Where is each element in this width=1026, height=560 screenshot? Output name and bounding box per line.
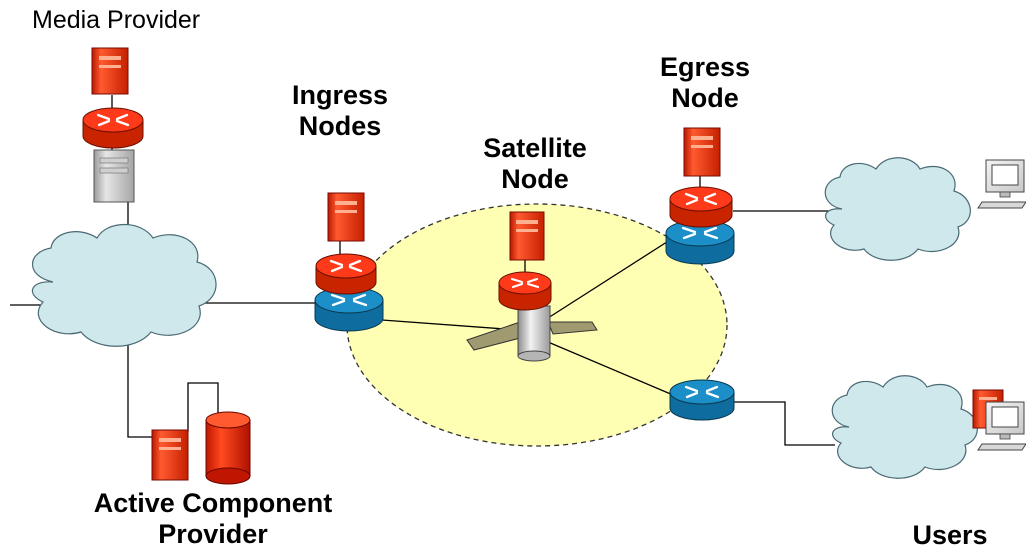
egress-line-1: Egress — [659, 52, 751, 82]
network-links — [10, 95, 835, 446]
media-provider-label: Media Provider — [32, 6, 201, 34]
users-label: Users — [912, 520, 988, 550]
workstation-icon — [93, 149, 135, 203]
satellite-icon — [466, 305, 598, 362]
ingress-line-2: Nodes — [298, 111, 382, 142]
satellite-line-2: Node — [501, 164, 569, 195]
computer-icon — [977, 159, 1026, 209]
server-icon — [151, 429, 189, 481]
computer-icon — [977, 401, 1026, 451]
router-icon — [315, 253, 377, 295]
cloud-icon — [831, 375, 978, 479]
egress-line-2: Node — [671, 83, 739, 114]
router-icon — [498, 271, 552, 311]
database-icon — [205, 411, 251, 485]
server-icon — [509, 211, 545, 261]
satellite-line-1: Satellite — [483, 133, 587, 163]
router-icon — [669, 186, 733, 228]
egress-node-label: Egress Node — [650, 52, 760, 114]
router-icon — [314, 286, 384, 332]
ingress-line-1: Ingress — [291, 80, 389, 110]
router-icon — [82, 107, 144, 149]
active-component-provider-label: Active Component Provider — [48, 488, 378, 550]
active-line-2: Provider — [158, 519, 268, 550]
satellite-node-label: Satellite Node — [460, 133, 610, 195]
active-line-1: Active Component — [93, 488, 333, 518]
router-icon — [669, 379, 735, 421]
ingress-nodes-label: Ingress Nodes — [275, 80, 405, 142]
server-icon — [683, 127, 721, 177]
router-icon — [665, 219, 735, 265]
server-icon — [327, 192, 365, 242]
cloud-icon — [824, 157, 971, 261]
server-icon — [91, 47, 129, 95]
cloud-icon — [31, 224, 217, 347]
